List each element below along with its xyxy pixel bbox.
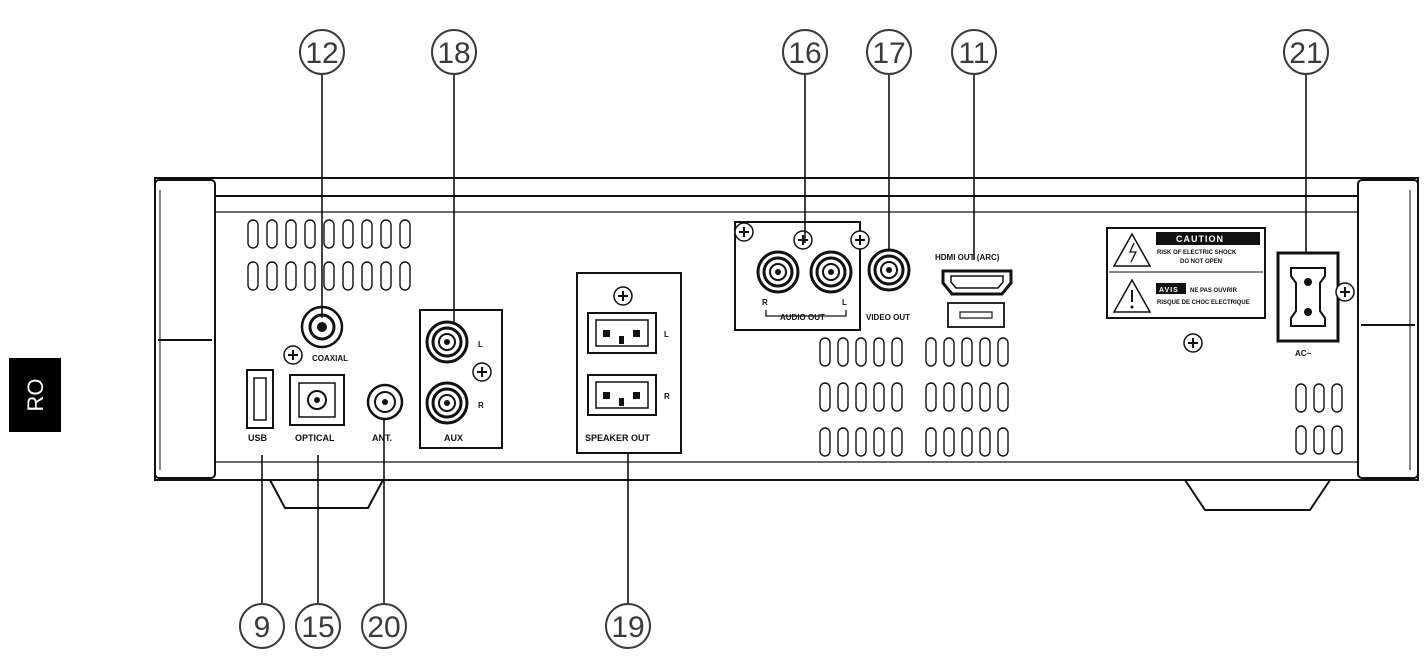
audio-out-l-label: L	[842, 298, 847, 307]
usb-port[interactable]	[246, 369, 274, 429]
callout-11-number: 11	[958, 37, 989, 70]
callout-19-number: 19	[611, 611, 644, 644]
video-out-label: VIDEO OUT	[866, 313, 910, 322]
callout-12-number: 12	[305, 37, 338, 70]
callout-18: 18	[431, 29, 477, 75]
optical-label: OPTICAL	[295, 433, 335, 443]
callout-9-number: 9	[254, 611, 271, 644]
avis-line-1: NE PAS OUVRIR	[1190, 288, 1238, 294]
hdmi-out-label: HDMI OUT (ARC)	[935, 253, 1000, 262]
aux-panel	[419, 309, 503, 449]
caution-line-2: DO NOT OPEN	[1180, 259, 1222, 265]
avis-line-2: RISQUE DE CHOC ELECTRIQUE	[1157, 300, 1250, 306]
screw-icon	[283, 345, 303, 365]
callout-17: 17	[866, 29, 912, 75]
coaxial-jack[interactable]	[300, 305, 344, 349]
aux-r-jack[interactable]	[425, 381, 469, 425]
avis-title: AVIS	[1159, 287, 1179, 294]
audio-out-r-label: R	[762, 298, 768, 307]
screw-icon	[472, 362, 492, 382]
callout-16-number: 16	[788, 37, 821, 70]
usb-label: USB	[248, 433, 268, 443]
callout-15: 15	[295, 603, 341, 649]
callout-16: 16	[782, 29, 828, 75]
speaker-r-terminal[interactable]	[587, 374, 657, 416]
audio-out-panel	[734, 221, 861, 331]
callout-15-number: 15	[301, 611, 334, 644]
screw-icon	[1183, 333, 1203, 353]
screw-icon	[1335, 282, 1355, 302]
screw-icon	[613, 286, 633, 306]
ac-label: AC~	[1295, 349, 1312, 358]
language-tab: RO	[9, 358, 61, 432]
callout-9: 9	[239, 603, 285, 649]
callout-18-number: 18	[437, 37, 470, 70]
coaxial-label: COAXIAL	[312, 354, 348, 363]
callout-21: 21	[1283, 29, 1329, 75]
callout-11: 11	[951, 29, 997, 75]
callout-19: 19	[605, 603, 651, 649]
audio-out-label: AUDIO OUT	[780, 313, 825, 322]
callout-20-number: 20	[367, 611, 400, 644]
aux-r-label: R	[478, 401, 484, 410]
callout-21-number: 21	[1289, 37, 1322, 70]
screw-icon	[850, 230, 870, 250]
callout-leader-lines	[261, 74, 1307, 604]
language-tab-label: RO	[23, 379, 48, 412]
aux-l-jack[interactable]	[425, 320, 469, 364]
ac-power-inlet[interactable]	[1276, 251, 1340, 343]
video-out-jack[interactable]	[867, 248, 911, 292]
screw-icon	[793, 230, 813, 250]
caution-label	[1106, 227, 1266, 319]
callout-20: 20	[361, 603, 407, 649]
aux-l-label: L	[478, 340, 483, 349]
antenna-label: ANT.	[372, 433, 392, 443]
speaker-r-label: R	[664, 392, 670, 401]
speaker-out-panel	[576, 272, 682, 454]
aux-label: AUX	[444, 433, 463, 443]
speaker-l-terminal[interactable]	[587, 312, 657, 354]
audio-out-r-jack[interactable]	[756, 250, 800, 294]
hdmi-port[interactable]	[941, 269, 1013, 296]
caution-line-1: RISK OF ELECTRIC SHOCK	[1157, 250, 1237, 256]
callout-17-number: 17	[872, 37, 905, 70]
screw-icon	[734, 222, 754, 242]
callout-12: 12	[299, 29, 345, 75]
caution-title: CAUTION	[1176, 234, 1224, 244]
optical-port[interactable]	[289, 374, 345, 426]
speaker-l-label: L	[664, 330, 669, 339]
speaker-out-label: SPEAKER OUT	[585, 433, 651, 443]
audio-out-l-jack[interactable]	[809, 250, 853, 294]
hdmi-cec-indicator	[947, 302, 1005, 328]
antenna-jack[interactable]	[366, 383, 404, 421]
